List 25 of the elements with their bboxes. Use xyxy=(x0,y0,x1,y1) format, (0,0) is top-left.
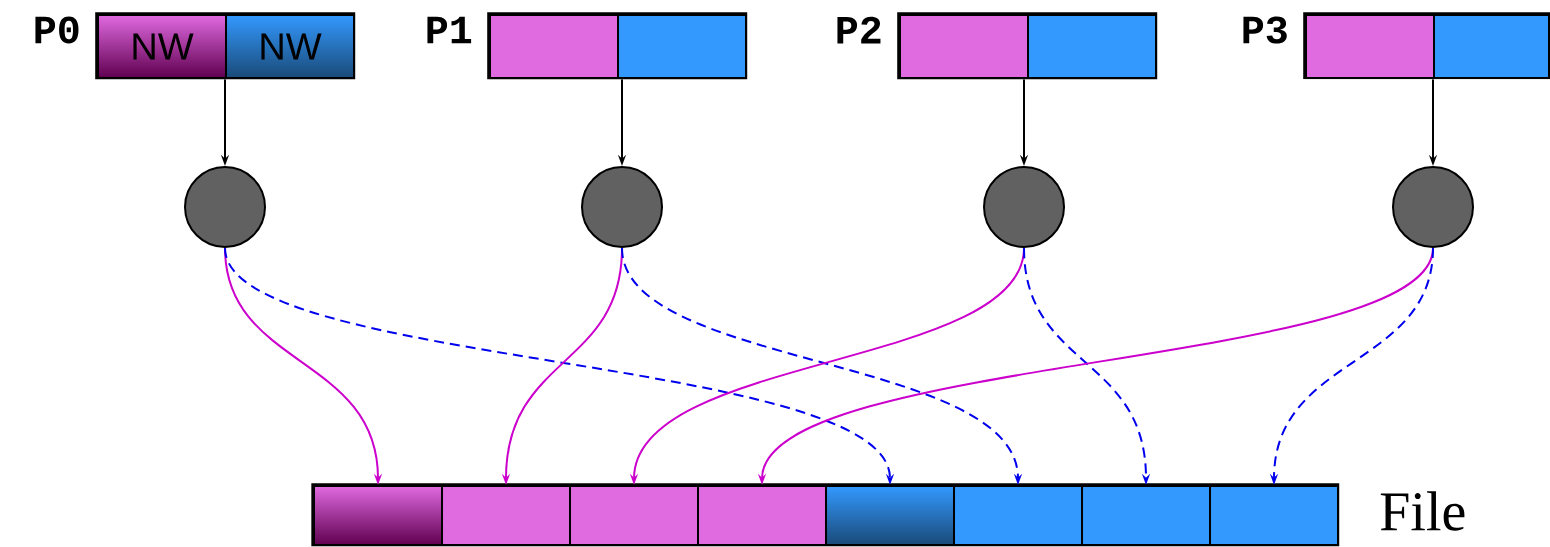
file-block xyxy=(697,485,827,546)
aggregator-circle xyxy=(983,166,1065,248)
buffer-segment xyxy=(617,14,747,79)
file-block xyxy=(441,485,571,546)
buffer-segment xyxy=(1027,14,1157,79)
process-label: P1 xyxy=(427,16,472,44)
file-block xyxy=(313,485,443,546)
process-label: P3 xyxy=(1243,16,1287,44)
buffer-segment xyxy=(1433,14,1550,79)
buffer-segment xyxy=(489,14,619,79)
buffer-segment: NW xyxy=(97,14,227,79)
aggregator-circle xyxy=(184,166,266,248)
file-block xyxy=(1081,485,1211,546)
file-block xyxy=(825,485,955,546)
file-label: File xyxy=(1380,491,1465,531)
file-block xyxy=(1209,485,1339,546)
process-label: P0 xyxy=(35,16,79,44)
buffer-segment: NW xyxy=(225,14,355,79)
aggregator-circle xyxy=(581,166,663,248)
file-block xyxy=(953,485,1083,546)
process-label: P2 xyxy=(837,16,881,44)
file-block xyxy=(569,485,699,546)
buffer-segment xyxy=(899,14,1029,79)
aggregator-circle xyxy=(1392,166,1474,248)
buffer-segment xyxy=(1305,14,1435,79)
